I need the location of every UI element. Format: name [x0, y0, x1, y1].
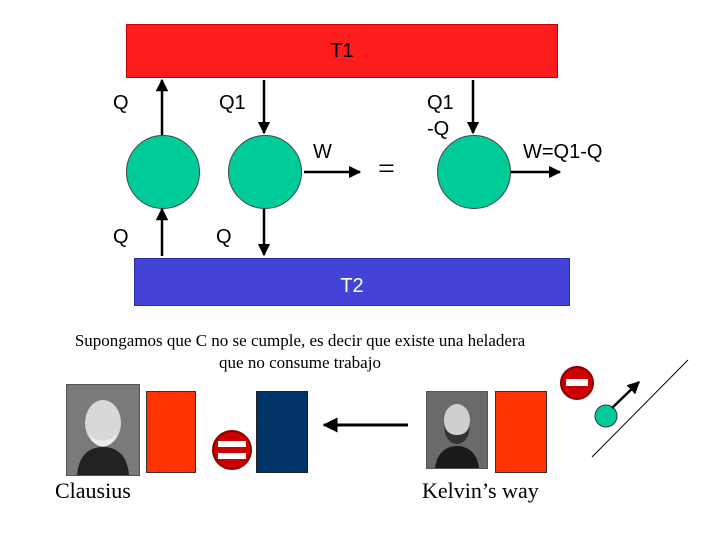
right-work-label: W=Q1-Q [523, 141, 603, 163]
hot-box-kelvin [495, 391, 547, 473]
kelvin-caption: Kelvin’s way [422, 478, 539, 503]
right-top-minus-q-label: -Q [427, 118, 450, 140]
middle-top-q1-label: Q1 [219, 92, 246, 114]
middle-work-label: W [313, 141, 332, 163]
cold-reservoir-bar: T2 [134, 258, 570, 306]
clausius-caption: Clausius [55, 478, 131, 503]
hot-reservoir-bar: T1 [126, 24, 558, 78]
pendulum-ball-icon [594, 404, 618, 428]
hot-box-clausius [146, 391, 196, 473]
cold-box-clausius [256, 391, 308, 473]
statement-line-2: que no consume trabajo [219, 353, 381, 372]
equals-sign: = [378, 152, 395, 185]
kelvin-portrait-image [426, 391, 488, 469]
incline-line [591, 359, 689, 458]
forbidden-sign-icon [560, 366, 594, 400]
cold-reservoir-label: T2 [340, 275, 364, 297]
statement-line-1: Supongamos que C no se cumple, es decir … [74, 331, 526, 350]
right-top-q1-label: Q1 [427, 92, 454, 114]
heat-engine-circle [228, 135, 302, 209]
left-top-q-label: Q [113, 92, 129, 114]
forbidden-sign-icon [212, 430, 252, 470]
net-engine-circle [437, 135, 511, 209]
middle-bottom-q-label: Q [216, 226, 232, 248]
clausius-portrait-image [66, 384, 140, 476]
hot-reservoir-label: T1 [330, 40, 354, 62]
statement-text: Supongamos que C no se cumple, es decir … [20, 330, 580, 374]
heat-pump-circle [126, 135, 200, 209]
ball-direction-arrow [611, 381, 640, 409]
left-bottom-q-label: Q [113, 226, 129, 248]
